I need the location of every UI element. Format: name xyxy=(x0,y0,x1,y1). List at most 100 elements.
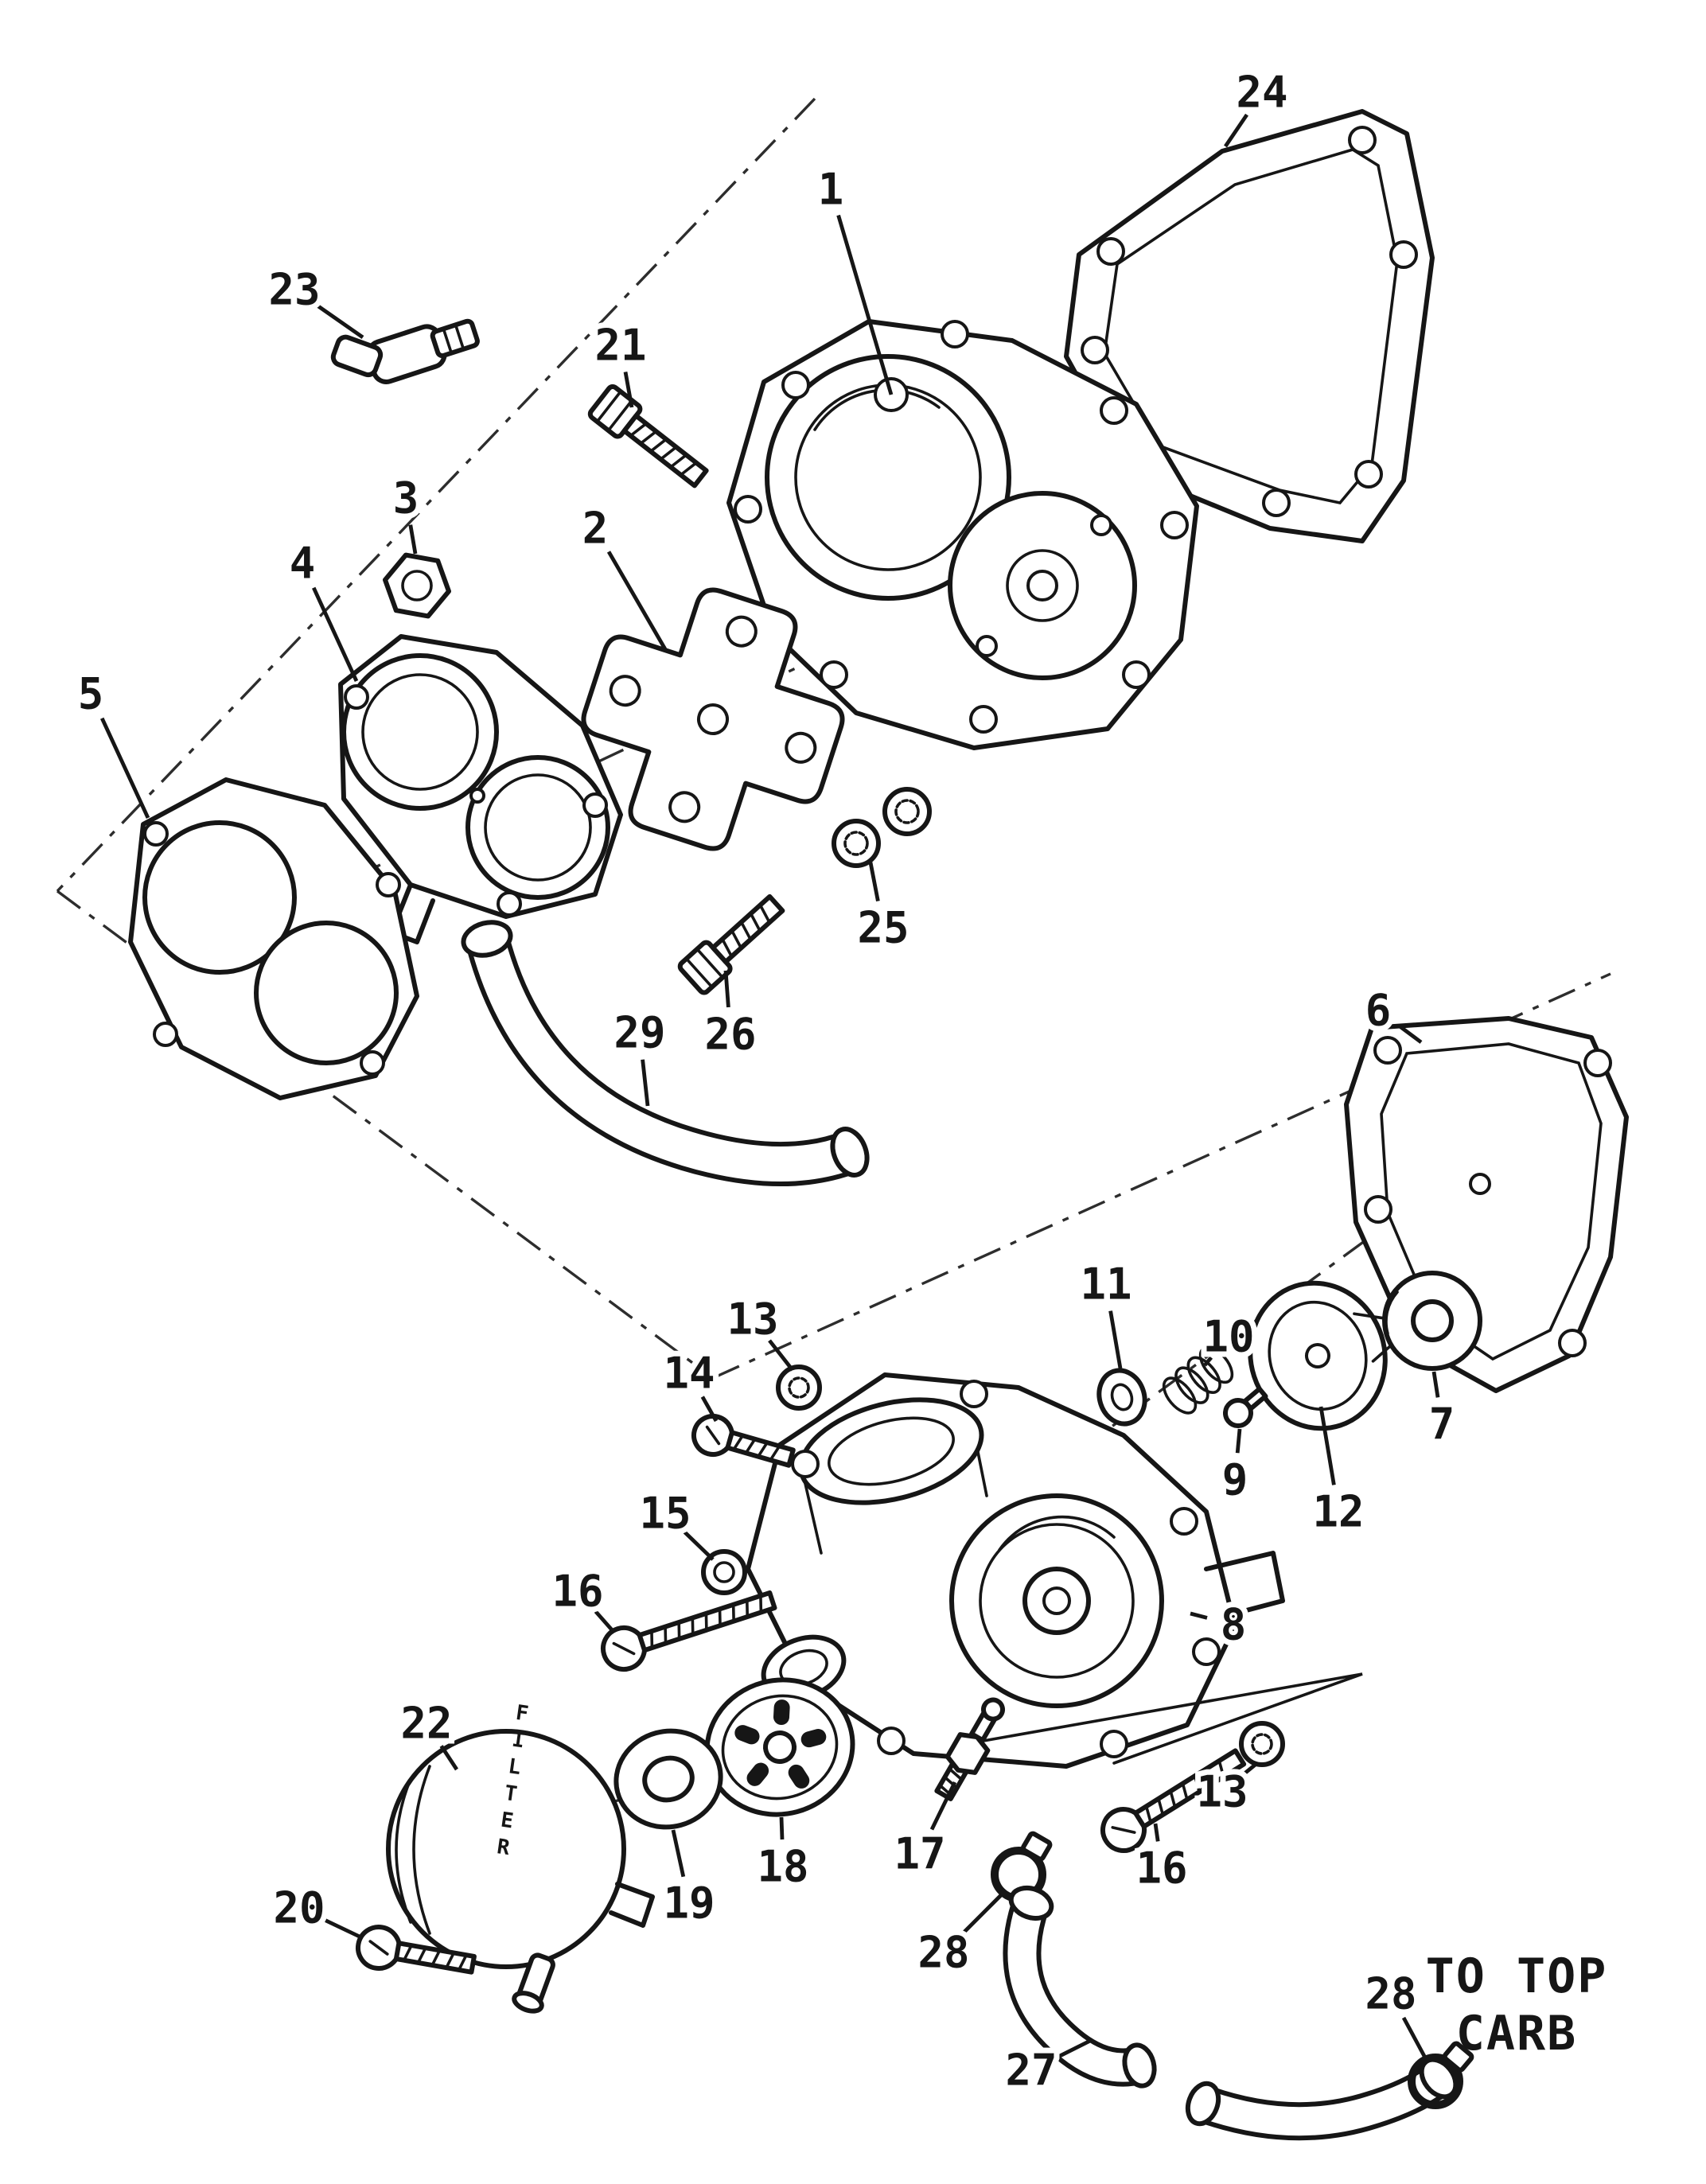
part-15-washer xyxy=(701,1549,747,1595)
part-29-fuel-hose xyxy=(461,920,870,1187)
callout-23: 23 xyxy=(268,265,320,315)
part-11-valve-seat xyxy=(1096,1368,1147,1427)
part-21-hex-bolt xyxy=(587,383,709,489)
callout-21: 21 xyxy=(594,321,646,371)
part-18-filter-plate xyxy=(704,1677,855,1817)
part-16-screw-long xyxy=(601,1590,777,1672)
callout-19: 19 xyxy=(663,1878,715,1929)
part-17-inlet-fitting xyxy=(934,1697,1005,1801)
leader-line-29 xyxy=(641,1059,650,1107)
callout-18: 18 xyxy=(757,1842,808,1892)
part-20-screw xyxy=(356,1925,477,1975)
part-5-base-gasket xyxy=(128,777,419,1100)
callout-labels: 1234567891011121313141516161718192021222… xyxy=(72,62,1461,2101)
leader-line-12 xyxy=(1318,1406,1336,1485)
part-25-lock-washers xyxy=(832,787,932,868)
callout-6: 6 xyxy=(1365,986,1392,1036)
pointer-lines xyxy=(982,1672,1363,1765)
part-27-fuel-hose xyxy=(1003,1885,1157,2089)
callout-3: 3 xyxy=(393,473,419,524)
callout-4: 4 xyxy=(290,539,316,589)
callout-13: 13 xyxy=(1196,1767,1248,1817)
part-19-filter-gasket xyxy=(613,1728,723,1830)
leader-line-19 xyxy=(671,1829,686,1878)
part-12-check-valve-cover xyxy=(1248,1280,1393,1431)
leader-line-5 xyxy=(100,717,150,819)
leader-line-3 xyxy=(408,524,418,555)
leader-line-10 xyxy=(1203,1356,1213,1367)
part-23-fuel-inlet-fitting xyxy=(330,318,480,384)
leader-line-21 xyxy=(623,371,634,408)
callout-7: 7 xyxy=(1429,1400,1455,1450)
leader-line-26 xyxy=(723,970,730,1008)
callout-5: 5 xyxy=(78,669,104,719)
callout-26: 26 xyxy=(704,1010,756,1060)
part-3-hex-nut xyxy=(383,552,451,619)
to-top-carb-note-line2: CARB xyxy=(1456,2006,1578,2061)
part-26-hex-bolt xyxy=(677,893,785,995)
leader-line-13 xyxy=(1241,1762,1259,1777)
leader-line-7 xyxy=(1431,1371,1440,1398)
part-8-fuel-pump-body-lower xyxy=(746,1372,1285,1769)
leader-line-18 xyxy=(779,1816,785,1840)
leader-line-14 xyxy=(700,1396,719,1423)
callout-14: 14 xyxy=(663,1349,715,1399)
leader-line-6 xyxy=(1398,1025,1423,1044)
leader-line-16 xyxy=(1153,1823,1160,1842)
leader-line-27 xyxy=(1054,2038,1093,2060)
part-24-cover-gasket xyxy=(1064,109,1435,543)
leader-line-1 xyxy=(836,214,894,395)
callout-27: 27 xyxy=(1005,2046,1057,2096)
callout-10: 10 xyxy=(1202,1312,1254,1362)
callout-1: 1 xyxy=(818,165,844,215)
leader-line-13 xyxy=(768,1339,794,1372)
callout-15: 15 xyxy=(639,1489,691,1539)
part-13-lock-washer xyxy=(1239,1721,1285,1767)
part-7-washer xyxy=(1382,1271,1482,1371)
callout-16: 16 xyxy=(1135,1843,1187,1894)
leader-line-22 xyxy=(439,1745,459,1771)
part-16-screw-long xyxy=(1100,1748,1247,1853)
callout-22: 22 xyxy=(400,1699,452,1749)
callout-29: 29 xyxy=(613,1008,665,1058)
part-28-hose-clamp xyxy=(1408,2041,1474,2109)
callout-17: 17 xyxy=(894,1829,945,1879)
callout-11: 11 xyxy=(1080,1259,1131,1310)
leader-line-4 xyxy=(312,586,359,683)
part-14-screw xyxy=(691,1414,796,1468)
callout-16: 16 xyxy=(551,1567,603,1617)
part-10-spring xyxy=(1162,1345,1234,1415)
leader-line-28 xyxy=(1401,2016,1428,2061)
part-13-lock-washer xyxy=(776,1365,822,1411)
to-top-carb-note-line1: TO TOP xyxy=(1426,1948,1608,2004)
leader-line-15 xyxy=(683,1530,715,1561)
part-22-filter-bowl: FILTER xyxy=(386,1700,655,2014)
parts-layer: FILTER xyxy=(128,109,1629,2141)
part-2-retainer-bracket xyxy=(581,587,845,851)
callout-leaders xyxy=(100,113,1440,2061)
leader-line-25 xyxy=(868,862,880,902)
leader-line-28 xyxy=(961,1892,1004,1935)
part-1-fuel-pump-body-upper xyxy=(726,319,1199,750)
leader-line-9 xyxy=(1235,1428,1242,1454)
callout-25: 25 xyxy=(857,903,909,953)
leader-line-24 xyxy=(1224,113,1248,148)
callout-24: 24 xyxy=(1236,68,1287,118)
callout-28: 28 xyxy=(917,1928,969,1978)
callout-12: 12 xyxy=(1312,1487,1364,1537)
part-4-pump-base-plate xyxy=(338,634,623,944)
callout-8: 8 xyxy=(1221,1600,1247,1650)
leader-line-2 xyxy=(606,551,668,651)
callout-13: 13 xyxy=(726,1294,778,1345)
leader-line-16 xyxy=(594,1610,616,1634)
leader-line-11 xyxy=(1108,1310,1123,1369)
leader-line-8 xyxy=(1190,1611,1208,1620)
leader-line-17 xyxy=(929,1781,957,1831)
part-9-check-valve xyxy=(1223,1386,1268,1428)
callout-2: 2 xyxy=(582,504,609,554)
leader-line-20 xyxy=(322,1917,364,1941)
callout-28: 28 xyxy=(1365,1969,1416,2019)
leader-line-23 xyxy=(315,303,364,339)
callout-20: 20 xyxy=(273,1883,325,1933)
